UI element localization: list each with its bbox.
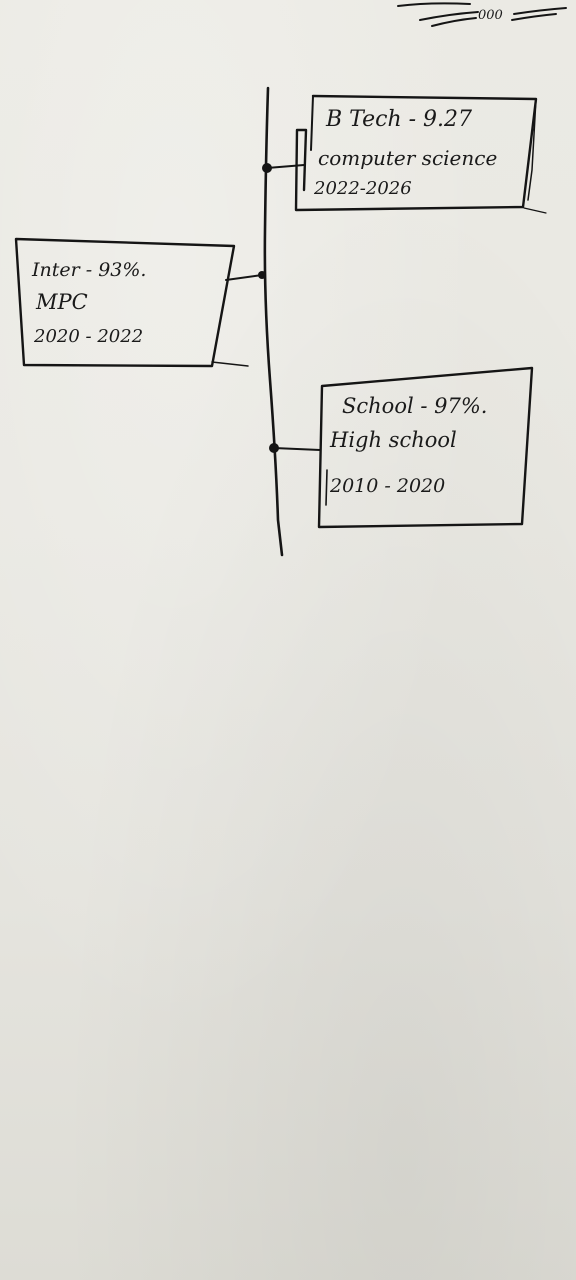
entry-line-1: School - 97%. (342, 394, 487, 418)
connector-line (225, 274, 263, 281)
connector-line (266, 164, 305, 169)
top-scribble-text: 000 (478, 8, 503, 23)
timeline-node-school: School - 97%. High school 2010 - 2020 (269, 366, 534, 529)
top-scribble: 000 (397, 2, 567, 27)
connector-line (273, 447, 321, 451)
timeline-spine (263, 86, 284, 557)
entry-box (317, 366, 534, 529)
timeline-node-inter: Inter - 93%. MPC 2020 - 2022 (14, 237, 266, 368)
entry-line-2: High school (329, 428, 457, 452)
entry-line-1: B Tech - 9.27 (325, 107, 472, 132)
entry-line-1: Inter - 93%. (31, 259, 146, 281)
timeline-node-btech: B Tech - 9.27 computer science 2022-2026 (262, 94, 547, 214)
entry-box (14, 237, 236, 368)
entry-line-2: MPC (35, 290, 88, 314)
entry-line-3: 2020 - 2022 (33, 326, 143, 347)
entry-line-3: 2010 - 2020 (329, 475, 445, 497)
entry-line-3: 2022-2026 (313, 178, 412, 199)
entry-line-2: computer science (318, 146, 497, 170)
